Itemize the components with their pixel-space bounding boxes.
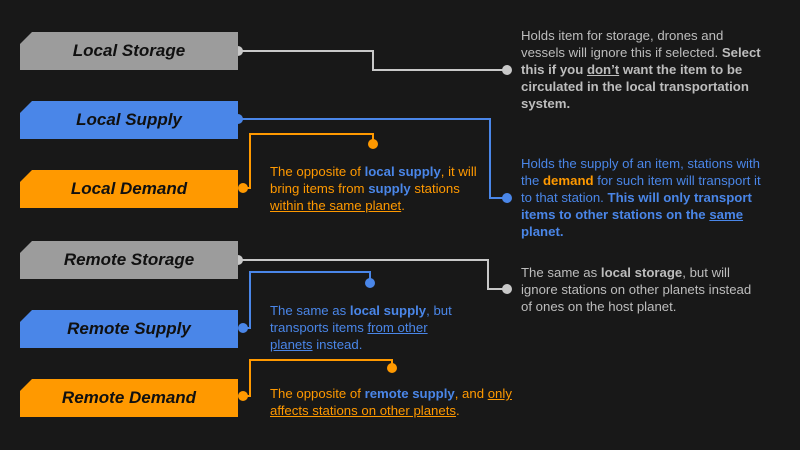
tag-label: Local Demand: [70, 179, 188, 198]
tag-remote-demand: Remote Demand: [20, 379, 238, 417]
connector-local-demand: [238, 133, 378, 193]
connector-remote-demand: [238, 359, 397, 401]
note-text: The same as: [521, 265, 601, 280]
note-text: only affects stations on other planets: [270, 386, 512, 418]
note-text: .: [455, 403, 460, 418]
note-text: .: [401, 198, 405, 213]
tag-local-demand: Local Demand: [20, 170, 238, 208]
note-text: The opposite of: [270, 164, 365, 179]
tag-label: Local Supply: [76, 110, 182, 129]
note-remote-demand: The opposite of remote supply, and only …: [270, 385, 530, 419]
note-text: local storage: [600, 265, 683, 280]
note-text: remote supply: [364, 386, 455, 401]
note-text: for such item will transport it to that …: [521, 173, 761, 205]
note-text: stations: [410, 181, 460, 196]
note-text: This will only transport items to other …: [521, 190, 752, 222]
note-local-supply: Holds the supply of an item, stations wi…: [521, 155, 761, 240]
tag-local-storage: Local Storage: [20, 32, 238, 70]
note-text: Holds item for storage, drones and vesse…: [521, 28, 724, 60]
note-local-demand: The opposite of local supply, it will br…: [270, 163, 485, 214]
note-text: don’t: [586, 62, 620, 77]
note-text: Holds the supply of an item, stations wi…: [521, 156, 760, 188]
tag-remote-storage: Remote Storage: [20, 241, 238, 279]
note-text: demand: [543, 173, 594, 188]
note-remote-supply: The same as local supply, but transports…: [270, 302, 470, 353]
note-text: within the same planet: [270, 198, 402, 213]
note-text: , but transports items: [270, 303, 452, 335]
note-text: The same as: [270, 303, 350, 318]
connector-remote-supply: [238, 271, 375, 333]
tag-label: Remote Demand: [61, 388, 197, 407]
note-text: want the item to be circulated in the lo…: [521, 62, 749, 111]
note-text: Select this if you: [521, 45, 761, 77]
note-text: , and: [454, 386, 488, 401]
connector-local-storage: [233, 46, 512, 75]
note-text: instead.: [312, 337, 363, 352]
connector-remote-storage: [233, 255, 512, 294]
note-remote-storage: The same as local storage, but will igno…: [521, 264, 761, 315]
note-local-storage: Holds item for storage, drones and vesse…: [521, 27, 761, 112]
note-text: planet.: [521, 224, 564, 239]
note-text: The opposite of: [270, 386, 365, 401]
note-text: , but will ignore stations on other plan…: [521, 265, 752, 314]
note-text: local supply: [349, 303, 427, 318]
tag-label: Local Storage: [72, 41, 186, 60]
note-text: from other planets: [270, 320, 428, 352]
note-text: same: [709, 207, 744, 222]
tag-remote-supply: Remote Supply: [20, 310, 238, 348]
tag-local-supply: Local Supply: [20, 101, 238, 139]
tag-label: Remote Supply: [67, 319, 191, 338]
note-text: local supply: [364, 164, 441, 179]
tag-label: Remote Storage: [63, 250, 195, 269]
note-text: supply: [368, 181, 411, 196]
note-text: , it will bring items from: [270, 164, 477, 196]
